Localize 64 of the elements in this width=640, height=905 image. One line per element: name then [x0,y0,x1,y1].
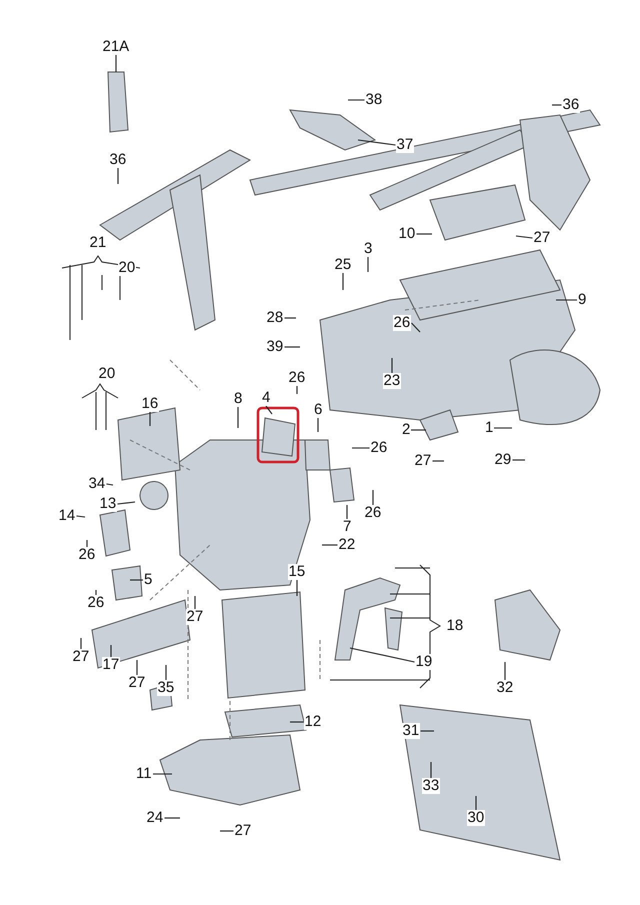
leader-line [290,721,304,723]
leader-line [411,322,420,332]
leader-line [130,579,143,581]
leader-line [512,459,525,461]
callout-number: 13 [98,496,118,512]
leader-line [352,447,370,449]
leader-line [350,647,415,663]
leader-line [556,299,577,301]
leader-line [117,501,136,505]
leader-line [149,412,151,426]
leader-line [76,515,86,518]
leader-line [504,662,506,680]
leader-line [194,596,196,609]
leader-line [372,490,374,505]
callout-number: 31 [402,723,420,739]
callout-number: 15 [288,564,306,580]
callout-number: 16 [140,396,160,412]
leader-line [317,418,319,432]
leader-line [346,505,348,519]
leader-line [552,104,562,106]
leader-line [165,665,167,680]
leader-line [117,168,119,184]
callout-number: 27 [186,609,204,625]
leader-line [80,638,82,649]
leader-line [411,429,426,431]
leader-line [322,544,338,546]
leader-line [164,817,180,819]
callout-number: 4 [261,390,272,406]
leader-line [367,257,369,272]
leader-line [358,139,396,146]
callout-number: 36 [562,97,580,113]
callout-number: 30 [466,810,486,826]
leader-line [432,460,444,462]
leader-line [86,540,88,547]
leader-line [220,830,234,832]
leader-line [348,99,364,101]
callout-number: 26 [392,315,412,331]
leader-line [284,346,300,348]
callout-number: 20 [118,260,136,276]
leader-line [237,407,239,428]
leader-line [296,386,298,394]
callout-number: 33 [422,778,440,794]
leader-line [416,233,432,235]
leader-line [420,730,434,732]
leader-line [266,406,272,414]
leader-line [391,358,393,373]
leader-line [136,660,138,675]
leader-line [115,55,117,72]
callout-number: 23 [382,373,402,389]
leader-line [430,762,432,778]
leader-line [284,317,296,319]
leader-line [153,773,172,775]
leader-line [296,580,298,596]
leader-line [475,796,477,810]
leader-line [95,590,97,595]
leader-line [342,273,344,290]
leader-line [106,483,114,486]
callout-number: 19 [414,654,434,670]
callout-number: 37 [396,137,414,153]
leader-line [494,427,512,429]
callout-number: 12 [304,714,322,730]
leader-line [110,645,112,657]
callout-number: 35 [156,680,176,696]
leader-line [516,235,533,239]
